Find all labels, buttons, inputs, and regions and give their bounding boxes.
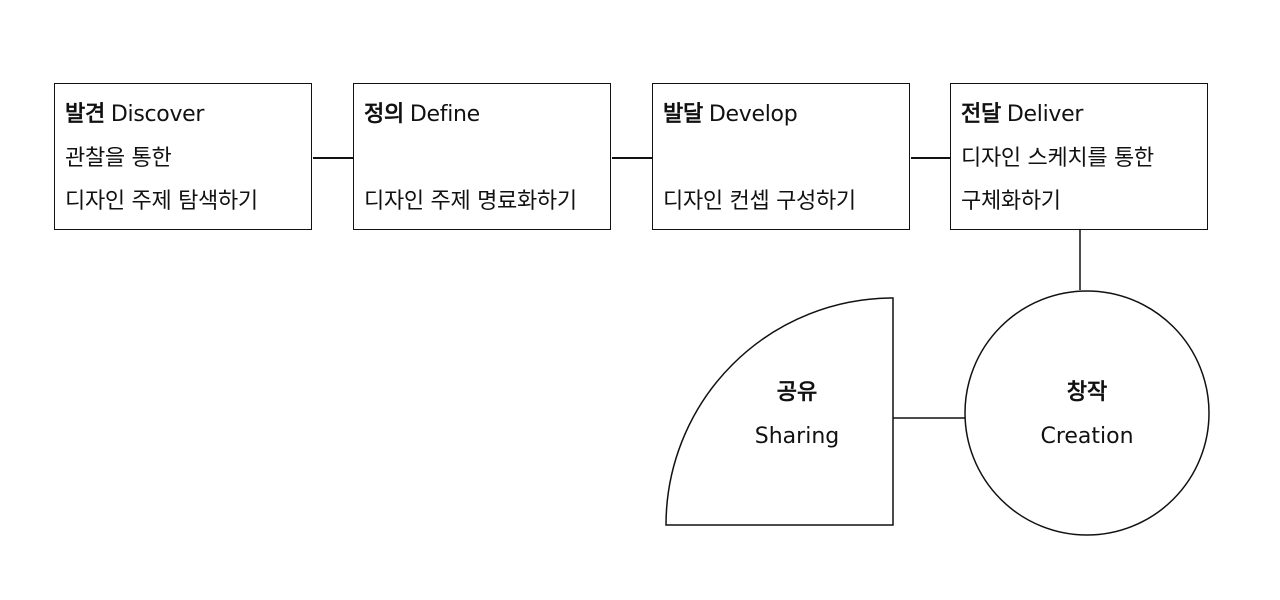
stage-english-name: Define (409, 102, 480, 127)
stage-name: 발달 (663, 102, 703, 127)
stage-name: 전달 (961, 102, 1001, 127)
sharing-node-label: 공유 Sharing (727, 379, 867, 451)
connector-define-develop (612, 157, 652, 159)
stage-description-line2: 구체화하기 (961, 189, 1061, 214)
stage-description-line2: 디자인 주제 탐색하기 (65, 189, 258, 214)
connector-discover-define (313, 157, 353, 159)
stage-english-name: Develop (708, 102, 798, 127)
creation-node-label: 창작 Creation (1017, 379, 1157, 451)
connector-develop-deliver (911, 157, 950, 159)
creation-title: 창작 (1066, 380, 1108, 405)
sharing-subtitle: Sharing (754, 424, 840, 449)
stage-description-line1: 관찰을 통한 (65, 146, 172, 171)
stage-name: 정의 (364, 102, 404, 127)
stage-description-line2: 디자인 주제 명료화하기 (364, 189, 577, 214)
creation-subtitle: Creation (1040, 424, 1134, 449)
stage-name: 발견 (65, 102, 105, 127)
stage-description-line1: 디자인 스케치를 통한 (961, 146, 1154, 171)
sharing-title: 공유 (776, 380, 818, 405)
stage-description-line2: 디자인 컨셉 구성하기 (663, 189, 856, 214)
stage-english-name: Discover (110, 102, 205, 127)
stage-english-name: Deliver (1006, 102, 1084, 127)
